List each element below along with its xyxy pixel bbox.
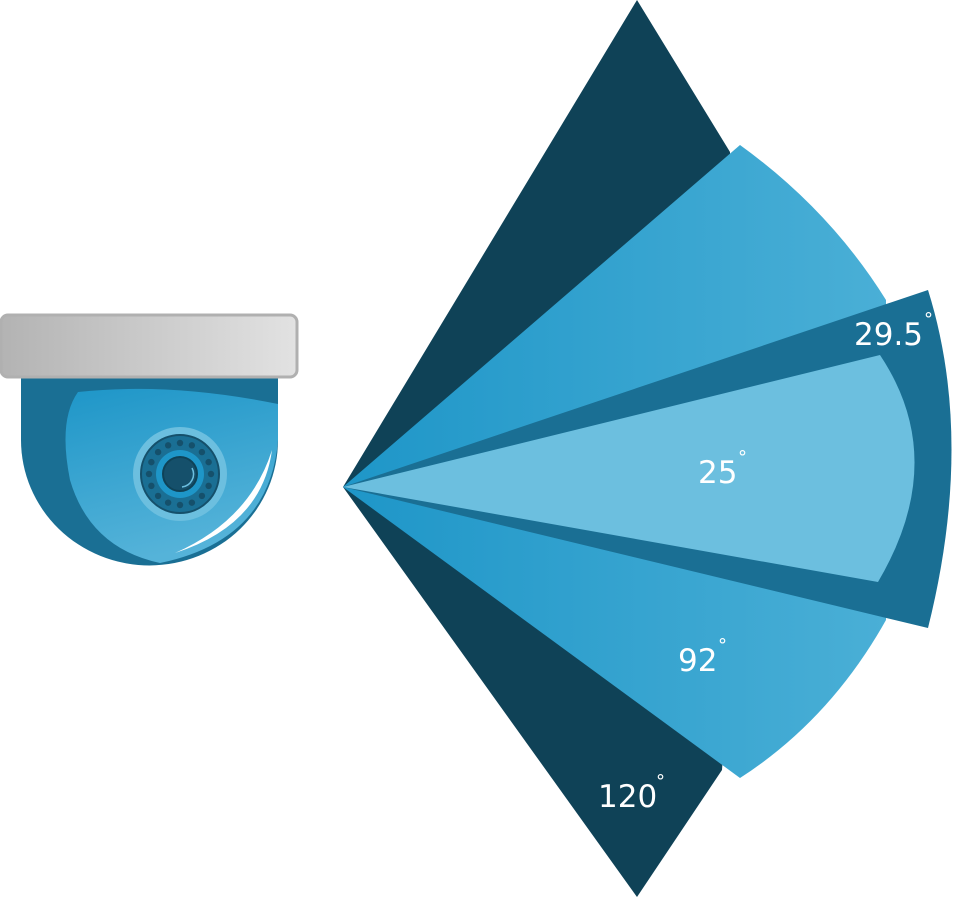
ir-led-dot (205, 458, 212, 466)
ir-led-dot (164, 442, 172, 449)
svg-text:°: ° (718, 635, 727, 656)
label-92: 92 ° (678, 635, 727, 679)
ir-led-dot (164, 499, 172, 506)
dome-camera-icon (0, 313, 299, 566)
ir-led-dot (198, 492, 206, 500)
ir-led-dot (148, 482, 155, 490)
svg-text:29.5: 29.5 (854, 317, 923, 353)
ir-led-dot (148, 458, 155, 466)
camera-mount (0, 313, 299, 379)
ir-led-dot (205, 482, 212, 490)
svg-text:°: ° (738, 447, 747, 468)
ir-led-dot (176, 501, 184, 509)
svg-text:°: ° (656, 771, 665, 792)
svg-text:25: 25 (698, 455, 737, 491)
ir-led-dot (188, 442, 196, 449)
ir-led-dot (207, 470, 215, 478)
ir-led-dot (188, 499, 196, 506)
ir-led-dot (198, 448, 206, 456)
label-29-5: 29.5 ° (854, 309, 933, 353)
svg-text:°: ° (924, 309, 933, 330)
label-120: 120 ° (598, 771, 665, 815)
ir-led-dot (154, 448, 162, 456)
svg-text:120: 120 (598, 779, 657, 815)
ir-led-dot (154, 492, 162, 500)
lens (162, 456, 198, 492)
ir-led-dot (145, 470, 153, 478)
label-25: 25 ° (698, 447, 747, 491)
svg-text:92: 92 (678, 643, 717, 679)
fov-sector-25 (343, 355, 915, 582)
ir-led-dot (176, 439, 184, 447)
